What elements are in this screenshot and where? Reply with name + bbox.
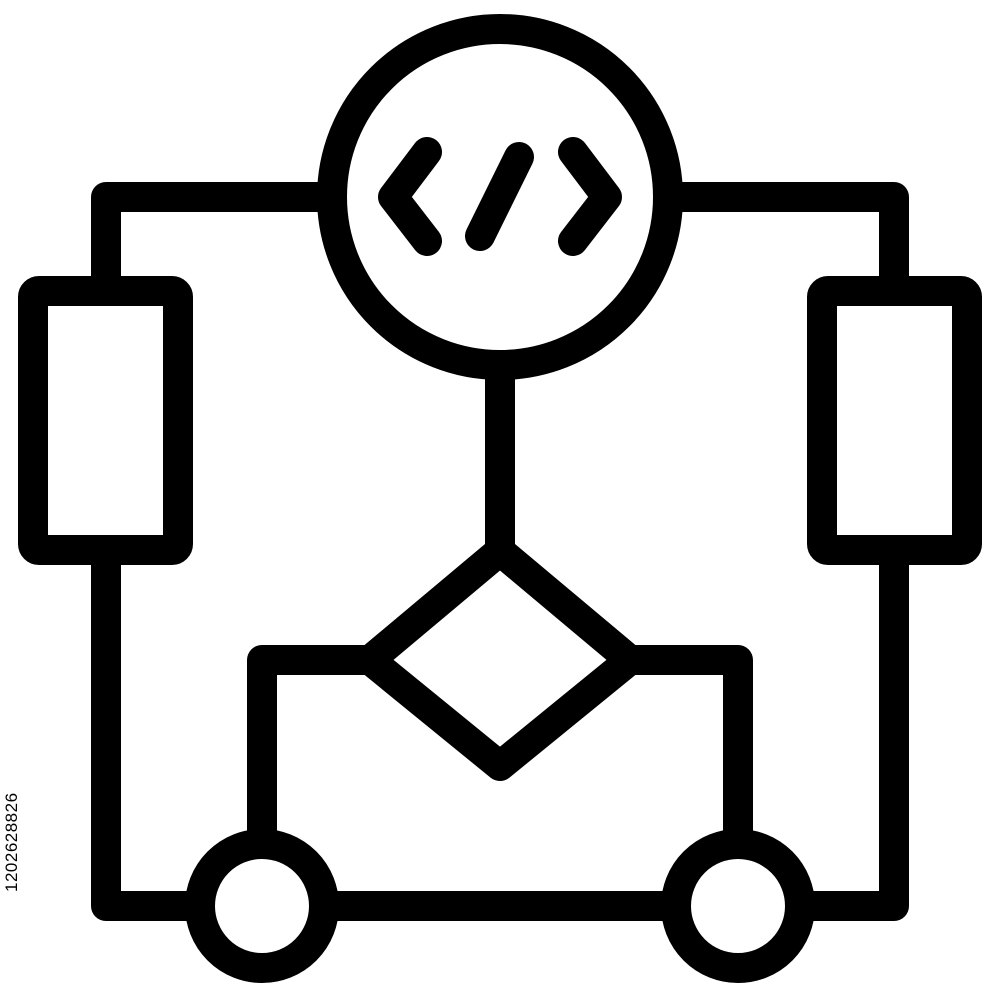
decision-diamond bbox=[355, 536, 645, 781]
connector-diamond-right bbox=[613, 645, 753, 860]
connector-right-down bbox=[785, 535, 909, 921]
process-box-left bbox=[18, 276, 193, 565]
connector-left-down bbox=[91, 535, 215, 921]
connector-lines bbox=[91, 182, 909, 921]
angle-right-icon bbox=[558, 137, 622, 256]
connector-diamond-left bbox=[247, 645, 387, 860]
angle-left-icon bbox=[378, 137, 442, 256]
process-box-right bbox=[807, 276, 982, 565]
node-circle-left bbox=[185, 829, 339, 983]
connector-top-right bbox=[660, 182, 909, 306]
node-circle-right bbox=[661, 829, 815, 983]
slash-icon bbox=[465, 142, 534, 251]
connector-top-left bbox=[91, 182, 340, 306]
watermark-id-text: 1202628826 bbox=[2, 792, 21, 892]
code-brackets-icon bbox=[378, 137, 622, 256]
